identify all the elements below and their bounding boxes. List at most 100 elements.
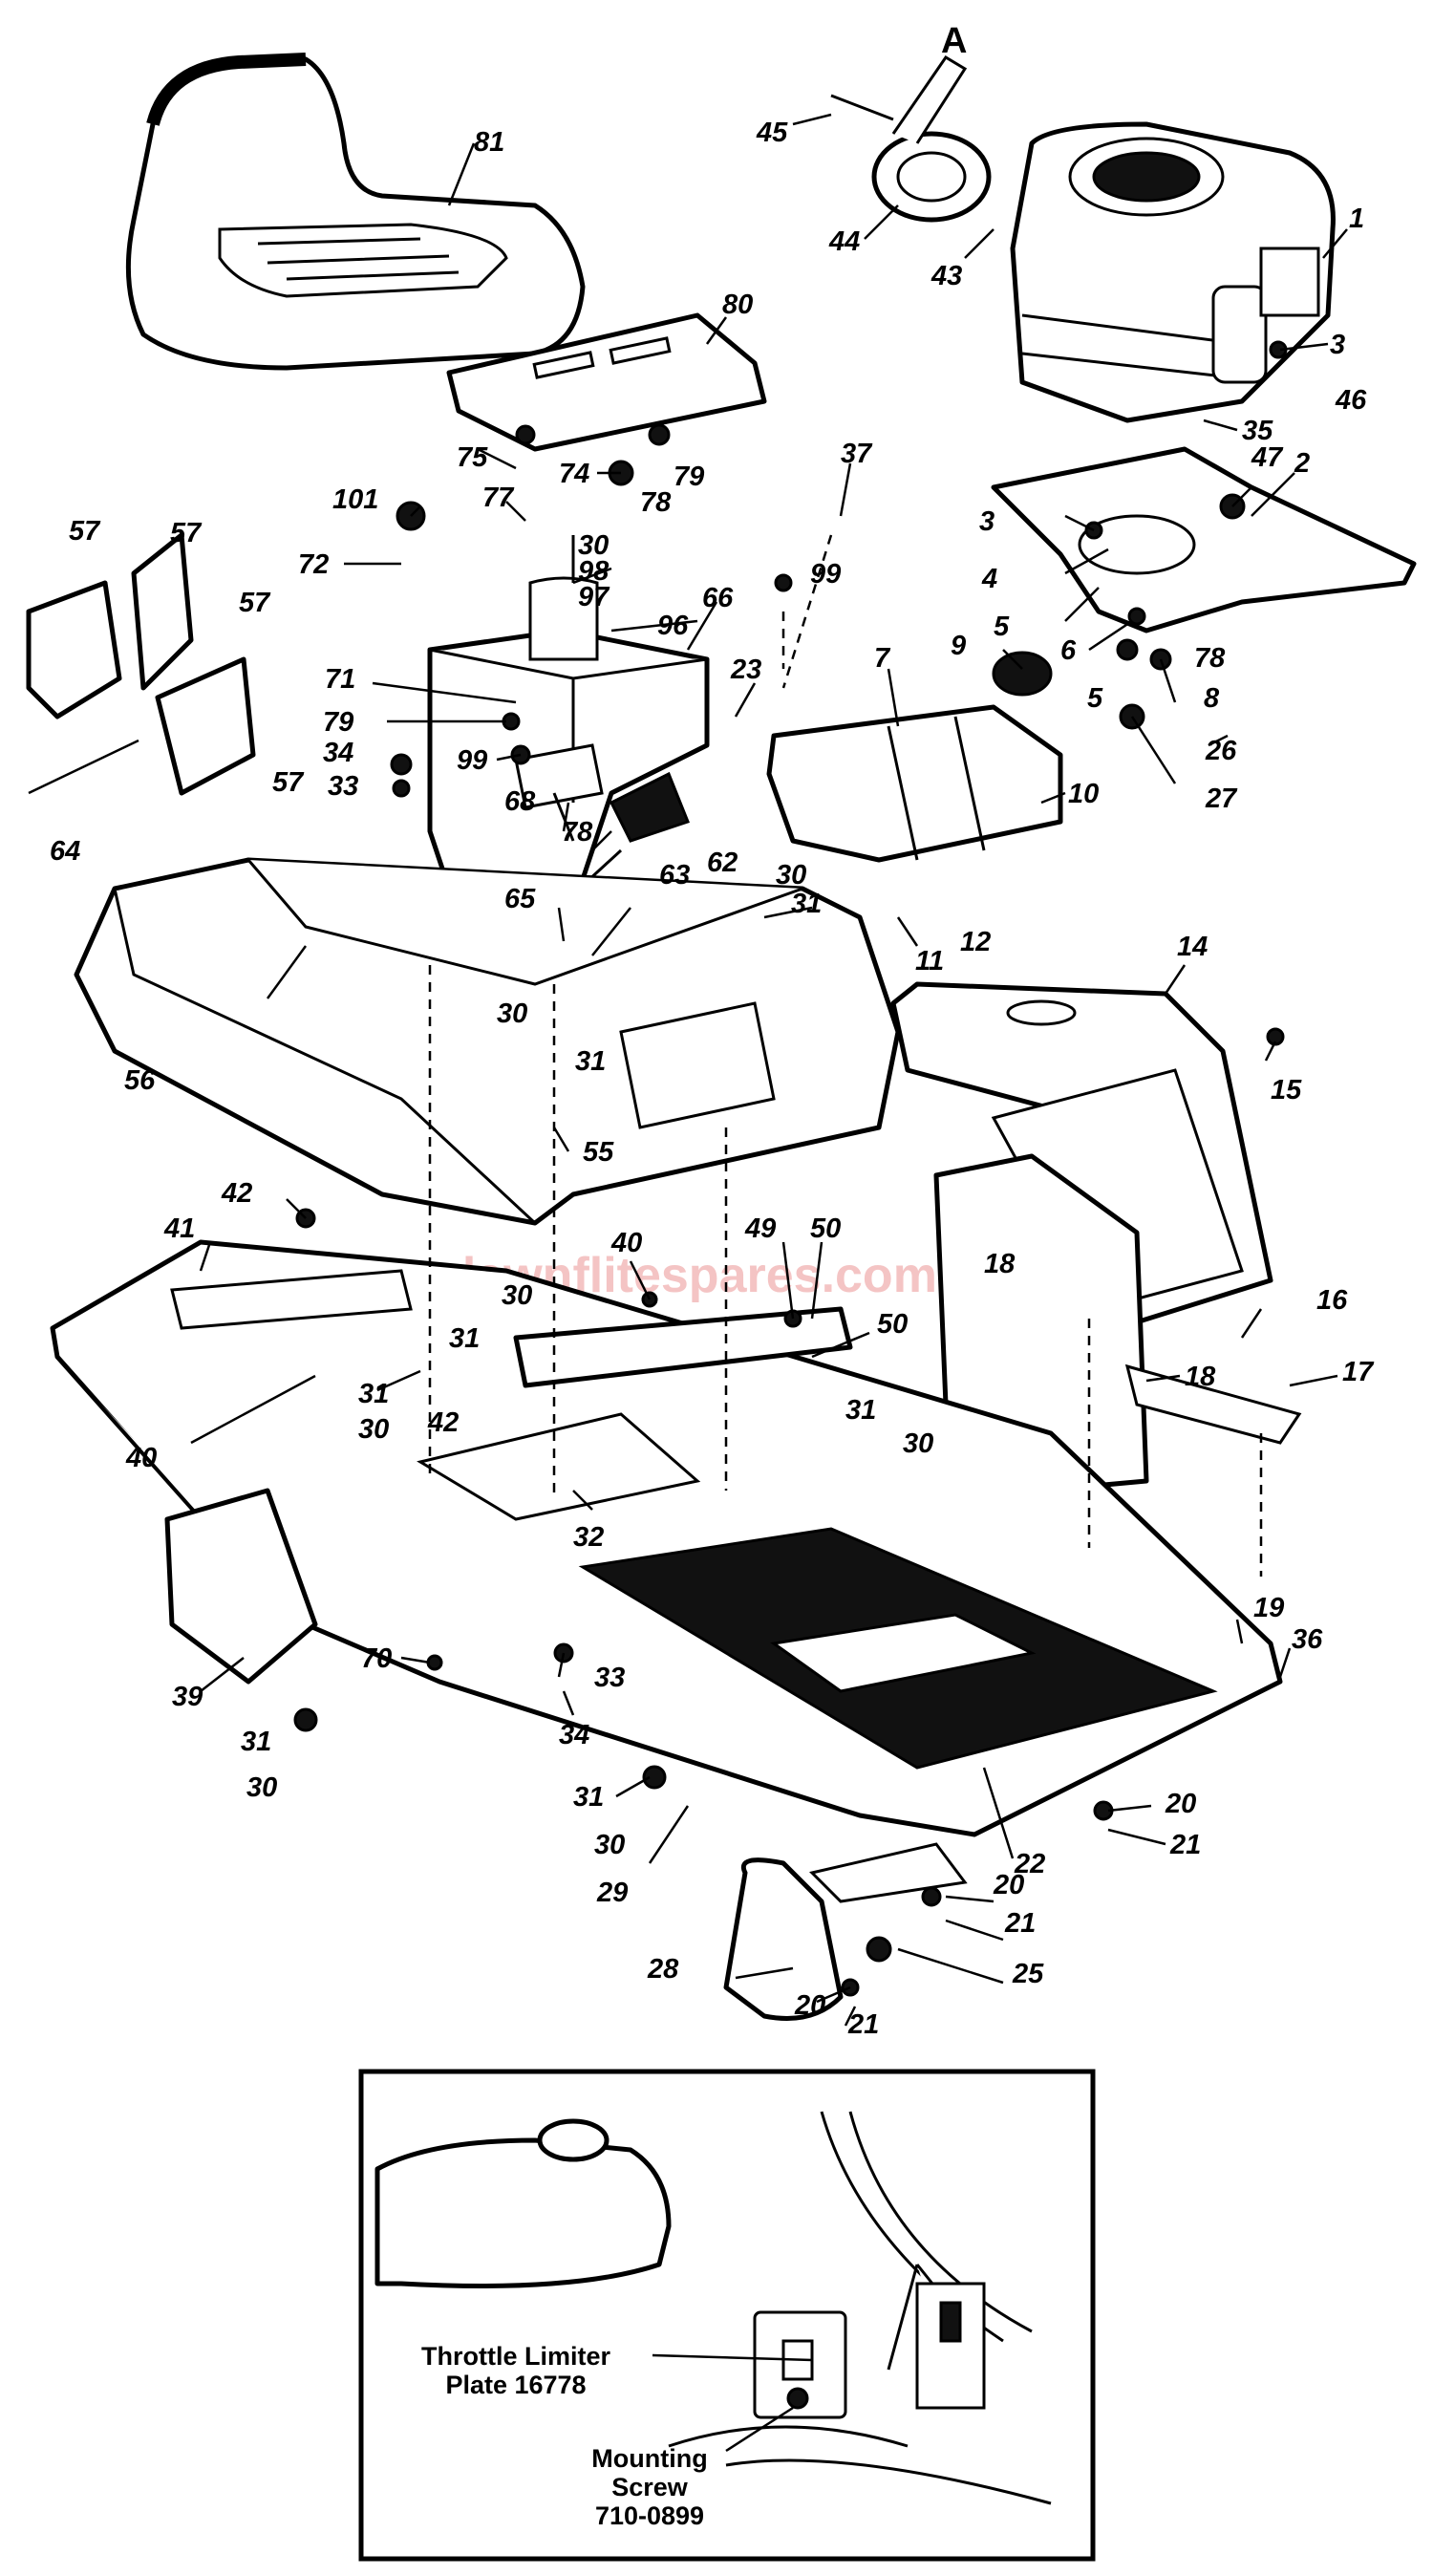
fuel-tank-part [766, 651, 1063, 863]
callout-10: 10 [1068, 779, 1099, 809]
callout-32: 32 [573, 1522, 604, 1553]
callout-71: 71 [325, 664, 355, 695]
callout-72: 72 [298, 549, 329, 580]
callout-57-b: 57 [170, 518, 203, 548]
callout-9: 9 [951, 631, 966, 661]
callout-30-left: 30 [497, 998, 527, 1029]
callout-2: 2 [1294, 448, 1310, 479]
callout-7: 7 [874, 643, 891, 674]
callout-22: 22 [1014, 1849, 1045, 1879]
callout-labels: 81 80 45 44 43 1 3 46 35 47 2 75 74 79 7… [50, 118, 1375, 2040]
callout-66: 66 [702, 583, 734, 613]
callout-37: 37 [841, 439, 873, 469]
callout-40-lower: 40 [125, 1443, 157, 1473]
callout-47: 47 [1251, 442, 1284, 473]
callout-15: 15 [1271, 1075, 1302, 1106]
callout-55: 55 [583, 1137, 614, 1168]
inset-screw-label-3: 710-0899 [595, 2501, 704, 2530]
callout-31-bottom: 31 [573, 1782, 604, 1813]
inset-detail-box: Throttle Limiter Plate 16778 Mounting Sc… [358, 2069, 1096, 2562]
inset-screw-label-1: Mounting [591, 2444, 707, 2473]
callout-31-frame-b: 31 [358, 1379, 389, 1409]
callout-36: 36 [1292, 1624, 1323, 1655]
callout-16: 16 [1316, 1285, 1348, 1316]
callout-30-bottom: 30 [594, 1830, 625, 1860]
callout-28: 28 [647, 1954, 679, 1985]
floor-plate-part [417, 1412, 701, 1521]
callout-75: 75 [457, 442, 488, 473]
callout-27: 27 [1205, 784, 1238, 814]
callout-50-lower: 50 [877, 1309, 908, 1340]
callout-12: 12 [960, 927, 991, 957]
callout-56: 56 [124, 1065, 156, 1096]
callout-46: 46 [1335, 385, 1367, 416]
callout-31-frame: 31 [449, 1323, 480, 1354]
callout-57-d: 57 [272, 767, 305, 798]
callout-33-upper: 33 [328, 771, 358, 802]
callout-18-lower: 18 [1185, 1362, 1216, 1392]
callout-78-right: 78 [1194, 643, 1226, 674]
callout-80: 80 [722, 290, 753, 320]
callout-77: 77 [482, 483, 515, 513]
callout-6: 6 [1060, 635, 1077, 666]
callout-39: 39 [172, 1682, 203, 1712]
callout-21-mid: 21 [1004, 1908, 1036, 1939]
callout-43: 43 [930, 261, 962, 291]
callout-79-upper: 79 [674, 462, 704, 492]
callout-81: 81 [474, 127, 504, 158]
callout-29: 29 [596, 1878, 628, 1908]
callout-30-upper: 30 [578, 530, 609, 561]
callout-8: 8 [1204, 683, 1220, 714]
callout-35: 35 [1242, 416, 1273, 446]
callout-21-right: 21 [1169, 1830, 1201, 1860]
callout-30-frame-b: 30 [358, 1414, 389, 1445]
callout-34-upper: 34 [323, 738, 353, 768]
callout-20-bottom: 20 [794, 1990, 825, 2021]
dash-console-part [890, 981, 1273, 1331]
callout-31-left: 31 [575, 1046, 606, 1077]
callout-30-frame: 30 [502, 1280, 532, 1311]
callout-20-right: 20 [1165, 1789, 1196, 1819]
callout-78-mid: 78 [562, 817, 593, 848]
callout-30-mid: 30 [776, 860, 806, 891]
leader-lines [190, 113, 1348, 2027]
callout-18-upper: 18 [984, 1249, 1016, 1279]
callout-30-side: 30 [246, 1772, 277, 1803]
callout-23: 23 [730, 655, 761, 685]
callout-25: 25 [1012, 1959, 1044, 1989]
inset-throttle-label-1: Throttle Limiter [421, 2342, 610, 2371]
callout-97: 97 [578, 582, 610, 612]
callout-19: 19 [1253, 1593, 1284, 1623]
callout-31-side: 31 [241, 1727, 271, 1757]
side-panel-part [164, 1488, 318, 1685]
callout-17: 17 [1342, 1357, 1375, 1387]
callout-30-floor: 30 [903, 1428, 933, 1459]
callout-1: 1 [1349, 204, 1364, 234]
callout-57-a: 57 [69, 516, 101, 547]
callout-42-lower: 42 [427, 1407, 459, 1438]
cross-bar-part [513, 1306, 853, 1388]
callout-79-lower: 79 [323, 707, 353, 738]
rear-bracket-part [723, 1842, 968, 2021]
callout-49: 49 [744, 1213, 776, 1244]
callout-70: 70 [361, 1643, 392, 1674]
callout-3-upper: 3 [1330, 330, 1345, 360]
callout-31-floor: 31 [845, 1395, 876, 1426]
callout-62: 62 [707, 848, 738, 878]
callout-14: 14 [1177, 932, 1208, 962]
callout-5-upper: 5 [994, 612, 1010, 642]
callout-78-upper: 78 [640, 487, 672, 518]
callout-68: 68 [504, 786, 536, 817]
muffler-part [830, 54, 992, 223]
callout-99-upper: 99 [810, 559, 841, 590]
callout-4: 4 [981, 564, 997, 594]
callout-74: 74 [559, 459, 589, 489]
callout-64: 64 [50, 836, 80, 867]
callout-20-mid: 20 [993, 1870, 1024, 1900]
callout-50-upper: 50 [810, 1213, 841, 1244]
callout-21-bottom: 21 [847, 2009, 879, 2040]
callout-42-upper: 42 [221, 1178, 252, 1209]
seat-plate-part [446, 312, 767, 452]
callout-57-c: 57 [239, 588, 271, 618]
